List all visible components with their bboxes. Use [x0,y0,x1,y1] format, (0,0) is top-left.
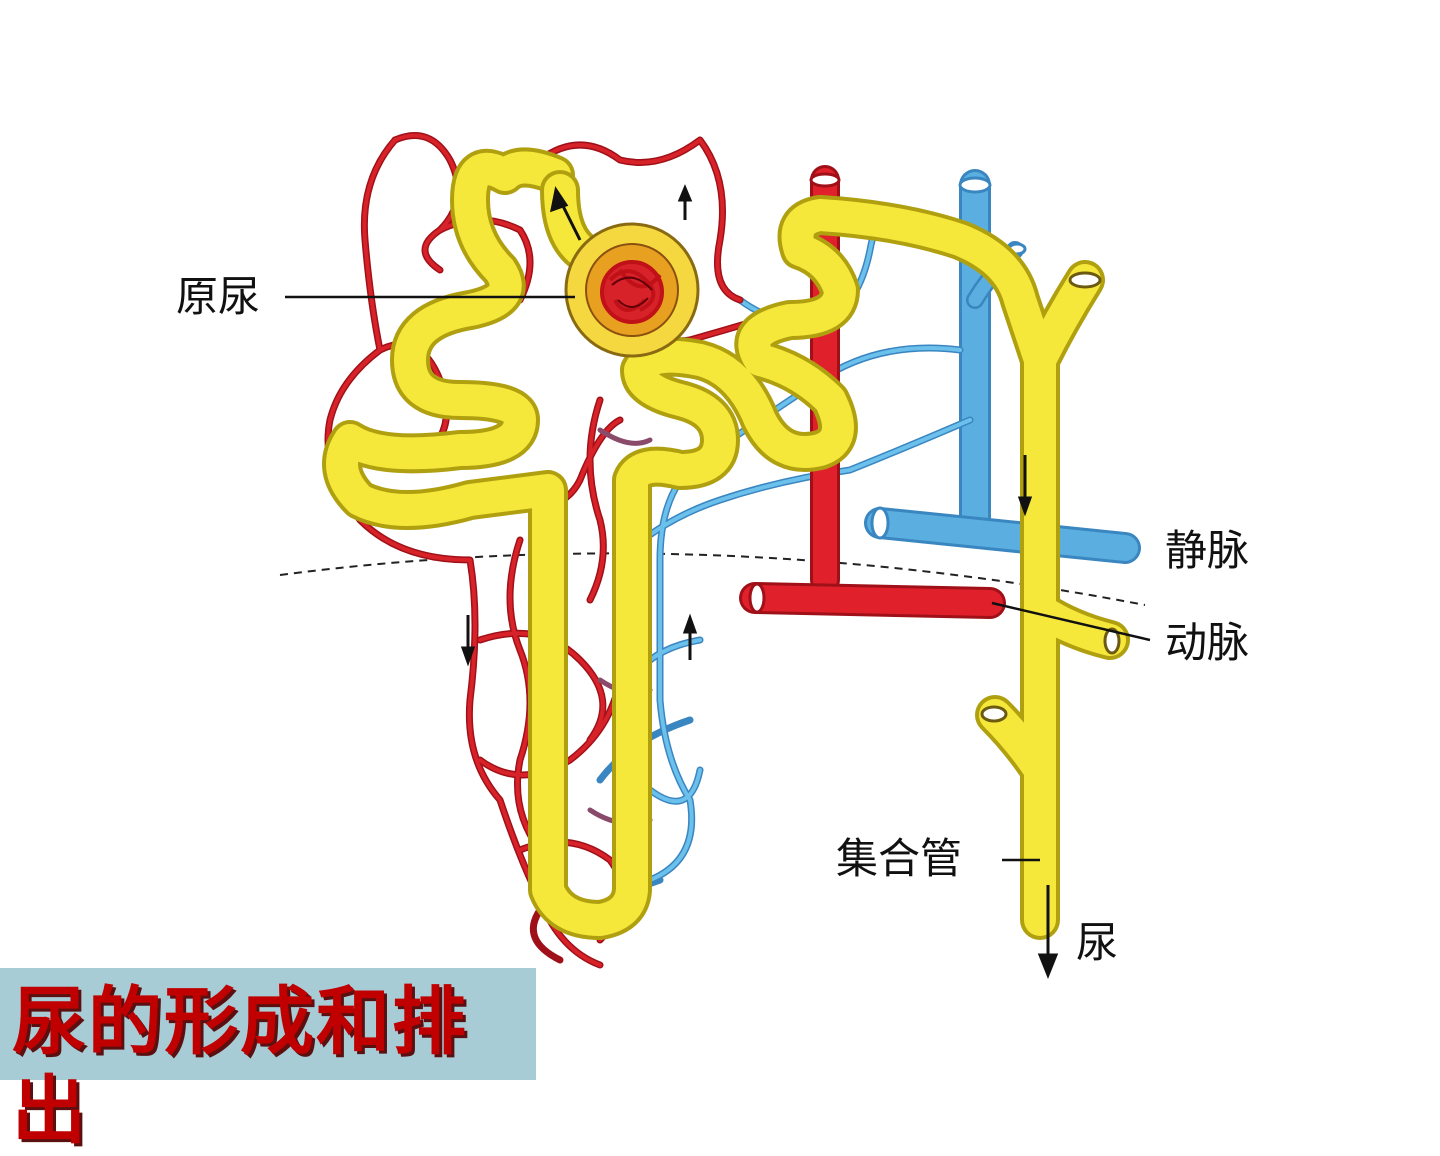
cortex-medulla-boundary [279,552,1146,606]
flow-arrows [460,184,1059,980]
vein-network [586,169,1141,934]
label-artery: 动脉 [1165,618,1250,667]
nephron-diagram [279,132,1151,980]
label-primary-urine: 原尿 [176,272,261,321]
glomerulus [600,260,664,324]
banner-title: 尿的形成和排出 [12,979,468,1154]
renal-tubule [322,147,1130,940]
label-urine: 尿 [1076,918,1119,967]
renal-corpuscle [540,170,700,358]
leader-artery [991,601,1151,642]
leader-lines [285,295,1151,862]
label-collecting-duct: 集合管 [836,834,963,883]
title-banner: 尿的形成和排出 [0,968,536,1154]
label-vein: 静脉 [1165,526,1250,575]
